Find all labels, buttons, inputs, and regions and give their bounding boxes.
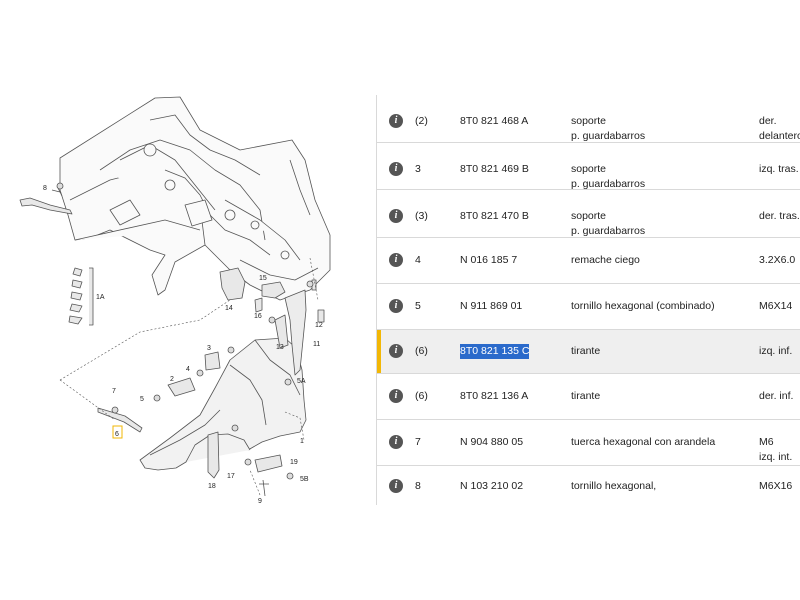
part-number[interactable]: N 911 869 01 <box>460 300 523 312</box>
info-icon[interactable]: i <box>389 114 403 128</box>
part-number[interactable]: 8T0 821 136 A <box>460 390 529 402</box>
parts-list: i (2) 8T0 821 468 A soporte p. guardabar… <box>376 95 800 505</box>
part-description: tirante <box>571 390 601 402</box>
part-position: 3 <box>415 163 421 175</box>
callout-5A: 5A <box>297 378 306 385</box>
callout-16: 16 <box>254 313 262 320</box>
part-row[interactable]: i 5 N 911 869 01 tornillo hexagonal (com… <box>377 284 800 330</box>
part-position: (6) <box>415 345 428 357</box>
part-remark: 3.2X6.0 <box>759 254 796 266</box>
callout-8a: 8 <box>43 185 47 192</box>
part-description: tirante <box>571 345 601 357</box>
callout-17: 17 <box>227 473 235 480</box>
part-row[interactable]: i (6) 8T0 821 136 A tirante der. inf. <box>377 374 800 420</box>
info-icon[interactable]: i <box>389 344 403 358</box>
part-description: tornillo hexagonal, <box>571 480 657 492</box>
callout-6: 6 <box>115 431 119 438</box>
part-row[interactable]: i (3) 8T0 821 470 B soporte p. guardabar… <box>377 190 800 238</box>
part-number-highlighted[interactable]: 8T0 821 135 C <box>460 344 530 359</box>
part-row-selected[interactable]: i (6) 8T0 821 135 C tirante izq. inf. <box>377 330 800 374</box>
part-description: soporte p. guardabarros <box>571 210 646 237</box>
part-18 <box>207 431 220 479</box>
part-remark: M6 izq. int. <box>759 436 793 463</box>
part-number[interactable]: 8T0 821 469 B <box>460 163 529 175</box>
part-3 <box>204 351 221 371</box>
body-shell-structure <box>59 96 331 301</box>
part-number[interactable]: N 103 210 02 <box>460 480 524 492</box>
callout-14: 14 <box>225 305 233 312</box>
part-row[interactable]: i (2) 8T0 821 468 A soporte p. guardabar… <box>377 95 800 143</box>
part-number[interactable]: 8T0 821 468 A <box>460 115 529 127</box>
part-position: 4 <box>415 254 421 266</box>
bracket-set-1A <box>68 267 94 326</box>
part-description: tornillo hexagonal (combinado) <box>571 300 715 312</box>
part-number[interactable]: N 016 185 7 <box>460 254 518 266</box>
part-position: (6) <box>415 390 428 402</box>
part-19 <box>254 454 283 473</box>
info-icon[interactable]: i <box>389 389 403 403</box>
part-description: soporte p. guardabarros <box>571 115 646 142</box>
part-description: remache ciego <box>571 254 640 266</box>
part-remark: der. inf. <box>759 390 794 402</box>
part-description: tuerca hexagonal con arandela <box>571 436 716 448</box>
part-8-top <box>19 197 73 215</box>
part-row[interactable]: i 7 N 904 880 05 tuerca hexagonal con ar… <box>377 420 800 466</box>
fender-exploded-view: 8 1A 14 15 16 12 11 13 3 2 4 5 7 6 5A 1 … <box>19 96 331 505</box>
part-14 <box>219 267 246 301</box>
info-icon[interactable]: i <box>389 435 403 449</box>
callout-12: 12 <box>315 322 323 329</box>
part-position: 7 <box>415 436 421 448</box>
callout-19: 19 <box>290 459 298 466</box>
fender-panel <box>139 337 307 471</box>
callout-4: 4 <box>186 366 190 373</box>
info-icon[interactable]: i <box>389 253 403 267</box>
callout-18: 18 <box>208 483 216 490</box>
part-row[interactable]: i 4 N 016 185 7 remache ciego 3.2X6.0 <box>377 238 800 284</box>
diagram-callouts: 8 1A 14 15 16 12 11 13 3 2 4 5 7 6 5A 1 … <box>43 185 323 505</box>
callout-5B: 5B <box>300 476 309 483</box>
part-position: (3) <box>415 210 428 222</box>
part-11 <box>284 289 307 376</box>
part-remark: der. tras. <box>759 210 800 222</box>
part-remark: izq. inf. <box>759 345 793 357</box>
part-number[interactable]: 8T0 821 470 B <box>460 210 529 222</box>
part-remark: M6X16 <box>759 480 793 492</box>
part-remark: izq. tras. <box>759 163 799 175</box>
part-description: soporte p. guardabarros <box>571 163 646 190</box>
part-row[interactable]: i 3 8T0 821 469 B soporte p. guardabarro… <box>377 143 800 190</box>
callout-5: 5 <box>140 396 144 403</box>
callout-3: 3 <box>207 345 211 352</box>
part-remark: der. delantero <box>759 115 800 142</box>
parts-diagram: 8 1A 14 15 16 12 11 13 3 2 4 5 7 6 5A 1 … <box>0 0 378 600</box>
info-icon[interactable]: i <box>389 162 403 176</box>
callout-9: 9 <box>258 498 262 505</box>
part-6-rod <box>97 407 143 433</box>
info-icon[interactable]: i <box>389 299 403 313</box>
part-position: (2) <box>415 115 428 127</box>
callout-11: 11 <box>313 341 320 348</box>
callout-1A: 1A <box>96 294 105 301</box>
part-remark: M6X14 <box>759 300 793 312</box>
callout-7: 7 <box>112 388 116 395</box>
callout-15: 15 <box>259 275 267 282</box>
part-2 <box>167 377 196 397</box>
part-position: 8 <box>415 480 421 492</box>
part-row[interactable]: i 8 N 103 210 02 tornillo hexagonal, M6X… <box>377 466 800 505</box>
part-15 <box>261 281 286 299</box>
part-13 <box>274 314 289 349</box>
callout-2: 2 <box>170 376 174 383</box>
info-icon[interactable]: i <box>389 479 403 493</box>
callout-13: 13 <box>276 344 284 351</box>
part-position: 5 <box>415 300 421 312</box>
part-number[interactable]: N 904 880 05 <box>460 436 524 448</box>
callout-1: 1 <box>300 438 304 445</box>
info-icon[interactable]: i <box>389 209 403 223</box>
